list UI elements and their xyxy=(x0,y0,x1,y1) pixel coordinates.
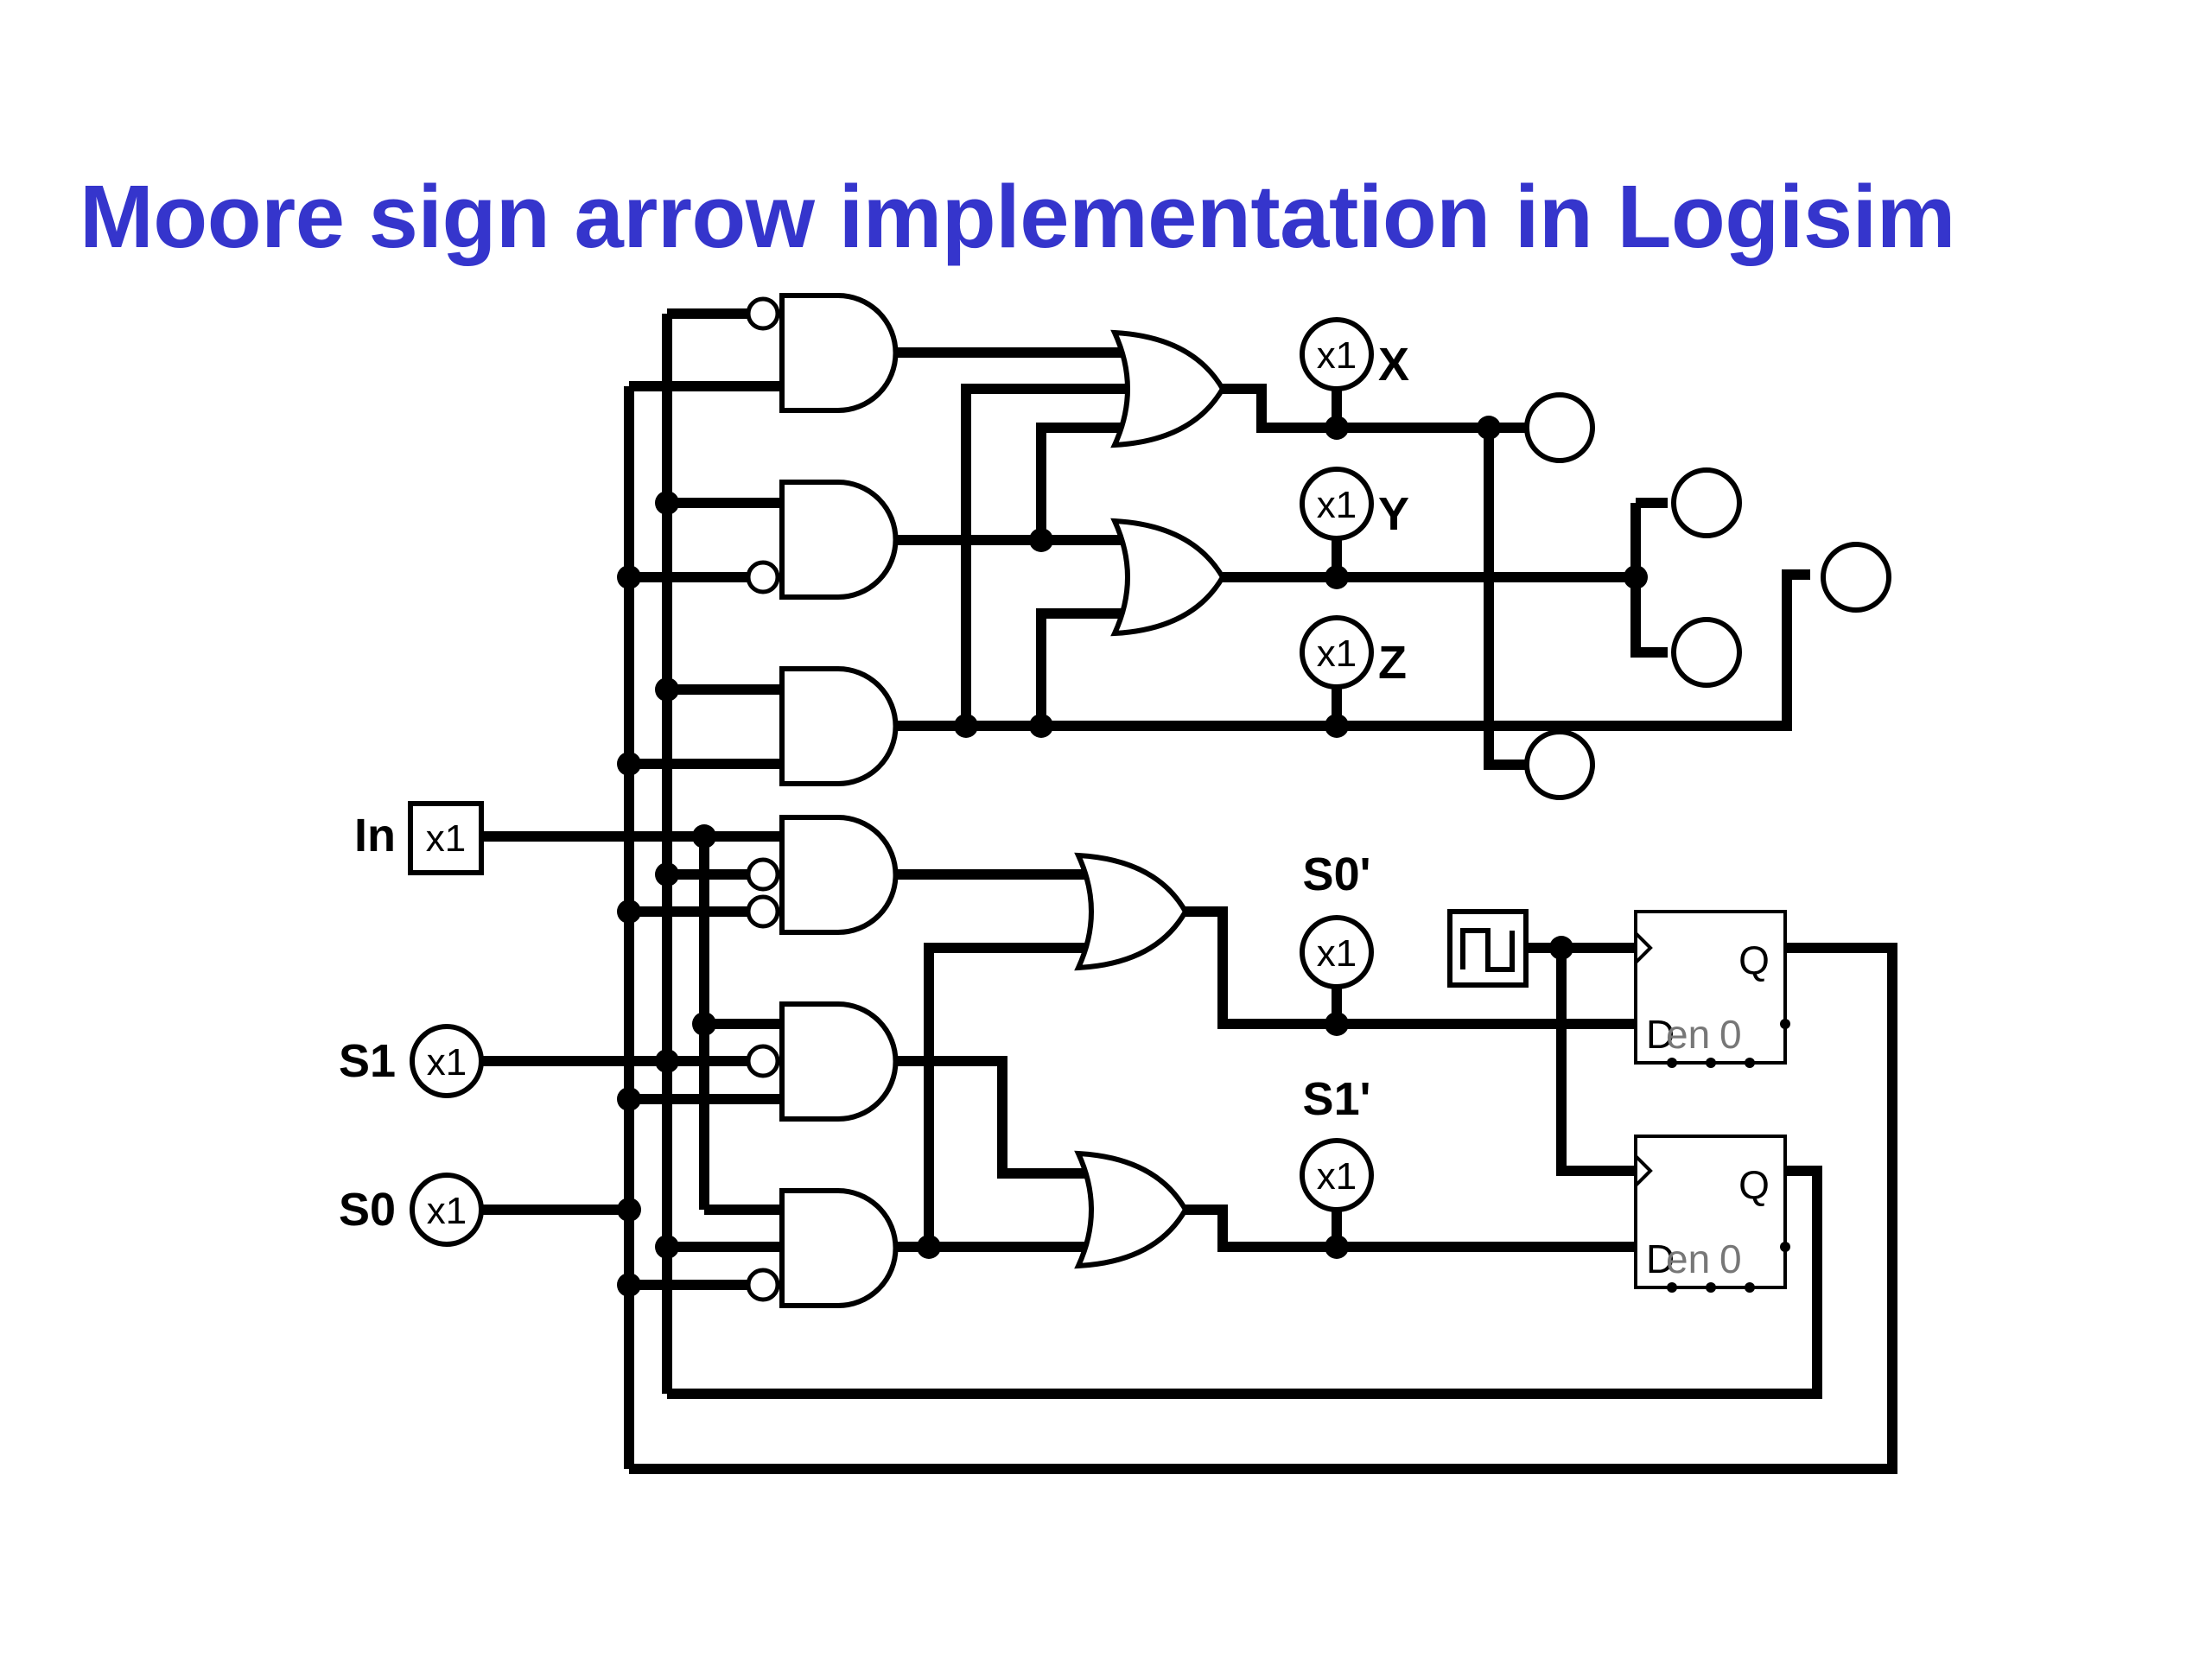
ff1-d-label: D xyxy=(1646,1012,1675,1057)
probe-z-label: Z xyxy=(1378,637,1407,689)
led-middle-right xyxy=(1671,617,1742,688)
probe-x-label: X xyxy=(1378,339,1409,391)
and-gate-5[interactable] xyxy=(746,1001,899,1122)
led-outputs xyxy=(1524,392,1891,800)
probe-s1next: x1 S1' xyxy=(1300,1073,1374,1212)
or-gate-y[interactable] xyxy=(1110,518,1226,637)
ff1-reset-label: 0 xyxy=(1719,1012,1742,1057)
clock-source[interactable] xyxy=(1447,909,1529,988)
input-pin-in-label: In xyxy=(354,810,396,861)
ff2-d-label: D xyxy=(1646,1236,1675,1281)
and-gate-2[interactable] xyxy=(746,480,899,600)
probe-x: x1 X xyxy=(1300,317,1409,391)
feedback-s0-wire xyxy=(629,943,1897,1474)
or-gate-s0next[interactable] xyxy=(1074,852,1189,971)
and-gate-1[interactable] xyxy=(746,293,899,413)
x-wire xyxy=(1223,384,1534,770)
page-title: Moore sign arrow implementation in Logis… xyxy=(79,167,1955,266)
or-gate-s1next[interactable] xyxy=(1074,1150,1189,1269)
clock-triangle-icon xyxy=(1634,931,1653,964)
ff1-q-label: Q xyxy=(1738,938,1770,982)
probe-s0next: x1 S0' xyxy=(1300,849,1374,989)
probe-x-value: x1 xyxy=(1317,334,1357,377)
s1next-wire xyxy=(1185,1205,1636,1252)
probe-s0next-value: x1 xyxy=(1317,932,1357,975)
led-far-right xyxy=(1821,542,1891,613)
input-pin-in-value: x1 xyxy=(426,817,466,860)
input-pin-s1-label: S1 xyxy=(339,1035,396,1087)
led-upper-right xyxy=(1671,467,1742,538)
junctions xyxy=(617,416,1648,1297)
probe-y-value: x1 xyxy=(1317,484,1357,526)
input-pin-s1-value: x1 xyxy=(427,1041,467,1084)
flip-flop-s1[interactable]: Q D en 0 xyxy=(1634,1135,1790,1293)
ff2-q-label: Q xyxy=(1738,1162,1770,1207)
feedback-s1-wire xyxy=(667,1166,1822,1399)
probe-y-label: Y xyxy=(1378,488,1409,540)
ff2-en-label: en xyxy=(1666,1236,1710,1281)
or-gate-x[interactable] xyxy=(1110,329,1226,448)
probe-s0next-label: S0' xyxy=(1303,849,1371,900)
input-pin-s0[interactable]: x1 S0 xyxy=(339,1173,484,1247)
input-pin-s0-value: x1 xyxy=(427,1190,467,1232)
probe-s1next-label: S1' xyxy=(1303,1073,1371,1125)
ff2-reset-label: 0 xyxy=(1719,1236,1742,1281)
input-pin-in[interactable]: x1 In xyxy=(354,801,484,875)
probe-z-value: x1 xyxy=(1317,632,1357,675)
and-gate-6[interactable] xyxy=(746,1188,899,1308)
and-gate-4[interactable] xyxy=(746,815,899,935)
probe-y: x1 Y xyxy=(1300,467,1409,541)
input-pin-s1[interactable]: x1 S1 xyxy=(339,1024,484,1098)
probe-z: x1 Z xyxy=(1300,615,1407,690)
input-pin-s0-label: S0 xyxy=(339,1184,396,1236)
clock-wave-icon xyxy=(1460,928,1515,972)
and-gate-3[interactable] xyxy=(779,666,899,786)
clock-triangle-icon xyxy=(1634,1154,1653,1187)
flip-flop-s0[interactable]: Q D en 0 xyxy=(1634,910,1790,1068)
ff1-en-label: en xyxy=(1666,1012,1710,1057)
led-top xyxy=(1524,392,1595,463)
led-bottom xyxy=(1524,729,1595,800)
s0next-wire xyxy=(1185,906,1636,1029)
probe-s1next-value: x1 xyxy=(1317,1155,1357,1198)
